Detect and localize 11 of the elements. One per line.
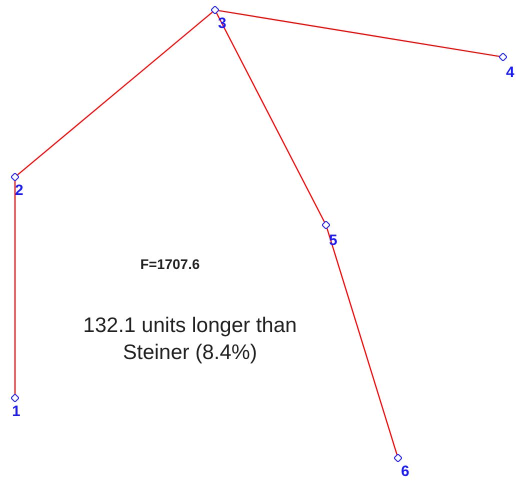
point-number: 6 [401,464,410,479]
point-number: 2 [15,183,24,198]
connector-line [326,228,398,456]
connector-line [216,12,326,223]
connector-line [14,181,16,394]
point-number: 1 [12,404,20,419]
connector-line [16,11,214,176]
value-label: F=1707.6 [139,256,201,273]
note-text: 132.1 units longer than Steiner (8.4%) [82,313,298,366]
point-number: 4 [506,65,514,80]
connector-line [218,10,500,58]
